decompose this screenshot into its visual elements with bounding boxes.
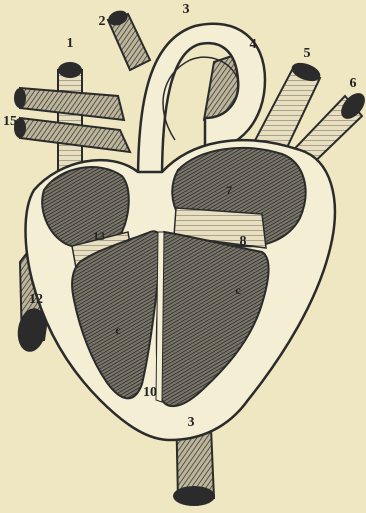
- label-6: 6: [350, 77, 357, 91]
- label-15: 15: [3, 115, 17, 129]
- septum: [156, 232, 164, 402]
- label-7: 7: [226, 183, 232, 197]
- label-3-top: 3: [183, 3, 190, 17]
- label-4: 4: [250, 38, 257, 52]
- label-12: 12: [29, 293, 43, 307]
- label-5: 5: [304, 47, 311, 61]
- label-3-bottom: 3: [188, 416, 195, 430]
- label-2: 2: [99, 15, 106, 29]
- label-13: 13: [93, 229, 105, 243]
- label-1: 1: [67, 37, 74, 51]
- label-c-right: c: [235, 283, 240, 297]
- label-c-left: c: [115, 323, 120, 337]
- label-8: 8: [240, 235, 247, 249]
- vessel-superior-vena-cava: [58, 62, 82, 178]
- label-10: 10: [143, 386, 157, 400]
- vessel-brachiocephalic: [106, 8, 150, 70]
